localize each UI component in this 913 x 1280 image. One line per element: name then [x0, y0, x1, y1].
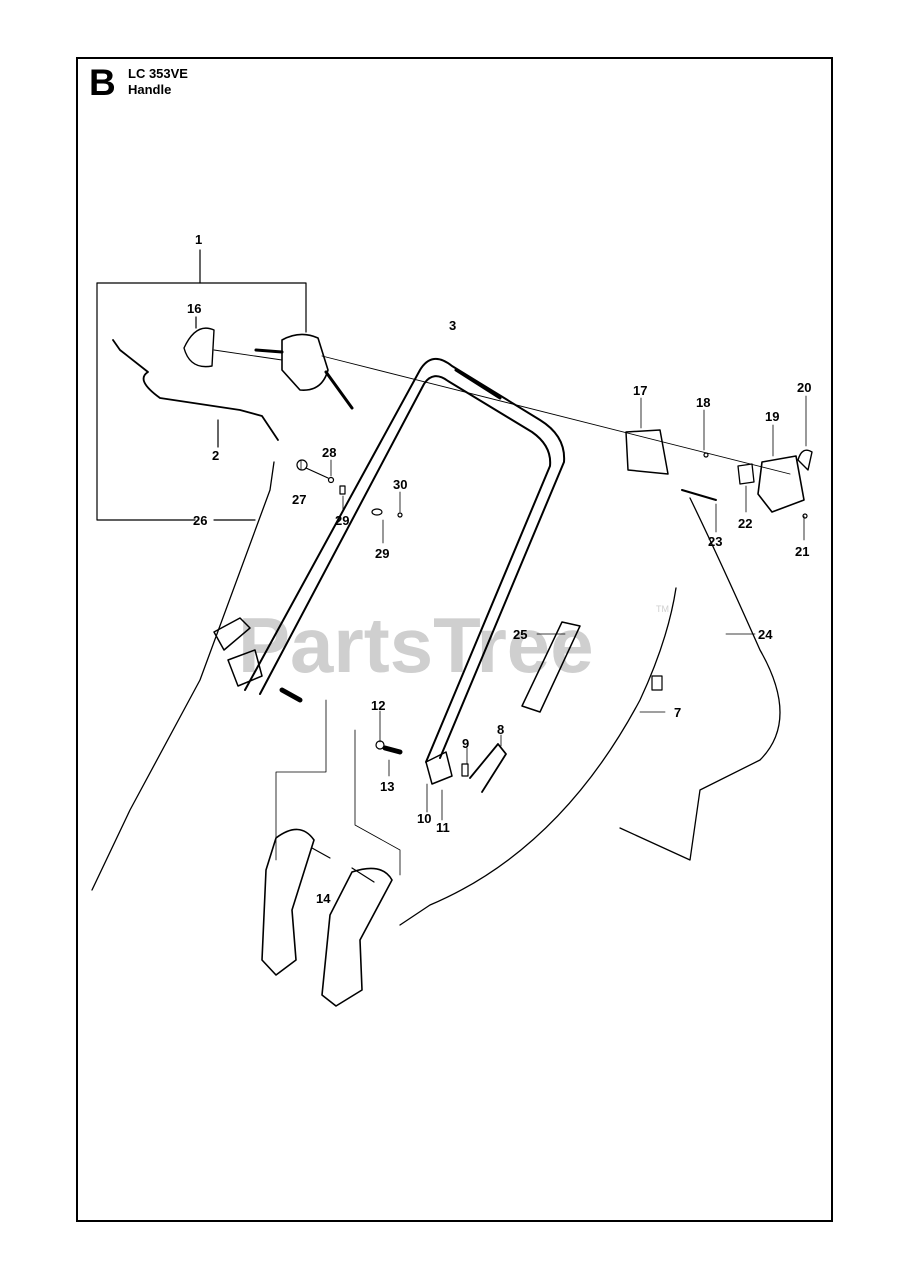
cable-item-7-clip [651, 675, 663, 691]
left-lever-bracket [213, 617, 251, 651]
diagram-frame [76, 57, 833, 1222]
callout-10: 10 [417, 811, 431, 826]
cable-item-7 [399, 587, 677, 926]
callout-11: 11 [436, 820, 450, 835]
section-letter: B [89, 62, 116, 103]
screw-item-27-shank [305, 467, 329, 479]
cable-item-24 [619, 497, 781, 861]
nut-item-30 [397, 512, 403, 518]
callout-12: 12 [371, 698, 385, 713]
nut-item-28 [327, 476, 335, 484]
watermark-tm: TM [656, 604, 669, 614]
callout-1: 1 [195, 232, 202, 247]
callout-16: 16 [187, 301, 201, 316]
pin-item-9 [461, 763, 469, 777]
rod-item-2 [112, 339, 279, 441]
cover-item-17 [625, 429, 669, 475]
callout-3: 3 [449, 318, 456, 333]
callout-22: 22 [738, 516, 752, 531]
right-base-plate [321, 867, 393, 1007]
leaders-27-30 [300, 459, 401, 544]
control-levers [254, 348, 354, 410]
housing-item-19 [757, 455, 805, 513]
bracket-item-1 [96, 282, 307, 333]
screw-item-18 [703, 452, 709, 458]
alignment-line [321, 355, 791, 475]
callout-21: 21 [795, 544, 809, 559]
washer-item-29a [339, 485, 346, 495]
key-item-20 [797, 449, 813, 471]
spring-item-13 [382, 745, 403, 755]
callout-9: 9 [462, 736, 469, 751]
bolt-item-14 [311, 847, 331, 859]
leaders-8-13 [379, 710, 502, 821]
callout-24: 24 [758, 627, 773, 642]
screw-item-21 [802, 513, 808, 519]
connector-item-23 [681, 489, 717, 501]
part-item-25 [521, 621, 581, 713]
handle-tube-outer [244, 358, 566, 759]
knob-item-16 [183, 327, 215, 368]
parts-tree-watermark: PartsTree [238, 601, 594, 689]
callout-2: 2 [212, 448, 219, 463]
switch-item-22 [737, 463, 755, 485]
handle-tube-inner [259, 375, 552, 763]
lever-item-8 [469, 743, 507, 793]
callout-19: 19 [765, 409, 779, 424]
callout-25: 25 [513, 627, 527, 642]
callout-17: 17 [633, 383, 647, 398]
screw-item-27 [296, 459, 308, 471]
callout-29-upper: 29 [335, 513, 349, 528]
left-assembly-bracket-line [275, 699, 327, 861]
callout-27: 27 [292, 492, 306, 507]
callout-20: 20 [797, 380, 811, 395]
control-box-item-1 [281, 333, 329, 391]
callout-8: 8 [497, 722, 504, 737]
left-bracket-housing [227, 649, 263, 687]
right-plate-bolt [351, 867, 375, 883]
model-title: LC 353VE [128, 66, 188, 81]
callout-28: 28 [322, 445, 336, 460]
diagram-subtitle: Handle [128, 82, 172, 97]
callout-30: 30 [393, 477, 407, 492]
left-spring [279, 687, 303, 703]
housing-item-10 [425, 751, 453, 785]
right-assembly-bracket-line [354, 729, 401, 876]
callout-13: 13 [380, 779, 394, 794]
callout-23: 23 [708, 534, 722, 549]
callout-26: 26 [193, 513, 207, 528]
callout-18: 18 [696, 395, 710, 410]
left-base-plate [261, 828, 315, 976]
bracket-item-1-left [96, 282, 196, 521]
cable-item-26 [91, 461, 275, 891]
handle-grip-band [454, 368, 502, 400]
callout-29-lower: 29 [375, 546, 389, 561]
callout-7: 7 [674, 705, 681, 720]
knob-alignment-line [213, 349, 283, 361]
washer-item-29b [371, 508, 383, 516]
callout-14: 14 [316, 891, 331, 906]
